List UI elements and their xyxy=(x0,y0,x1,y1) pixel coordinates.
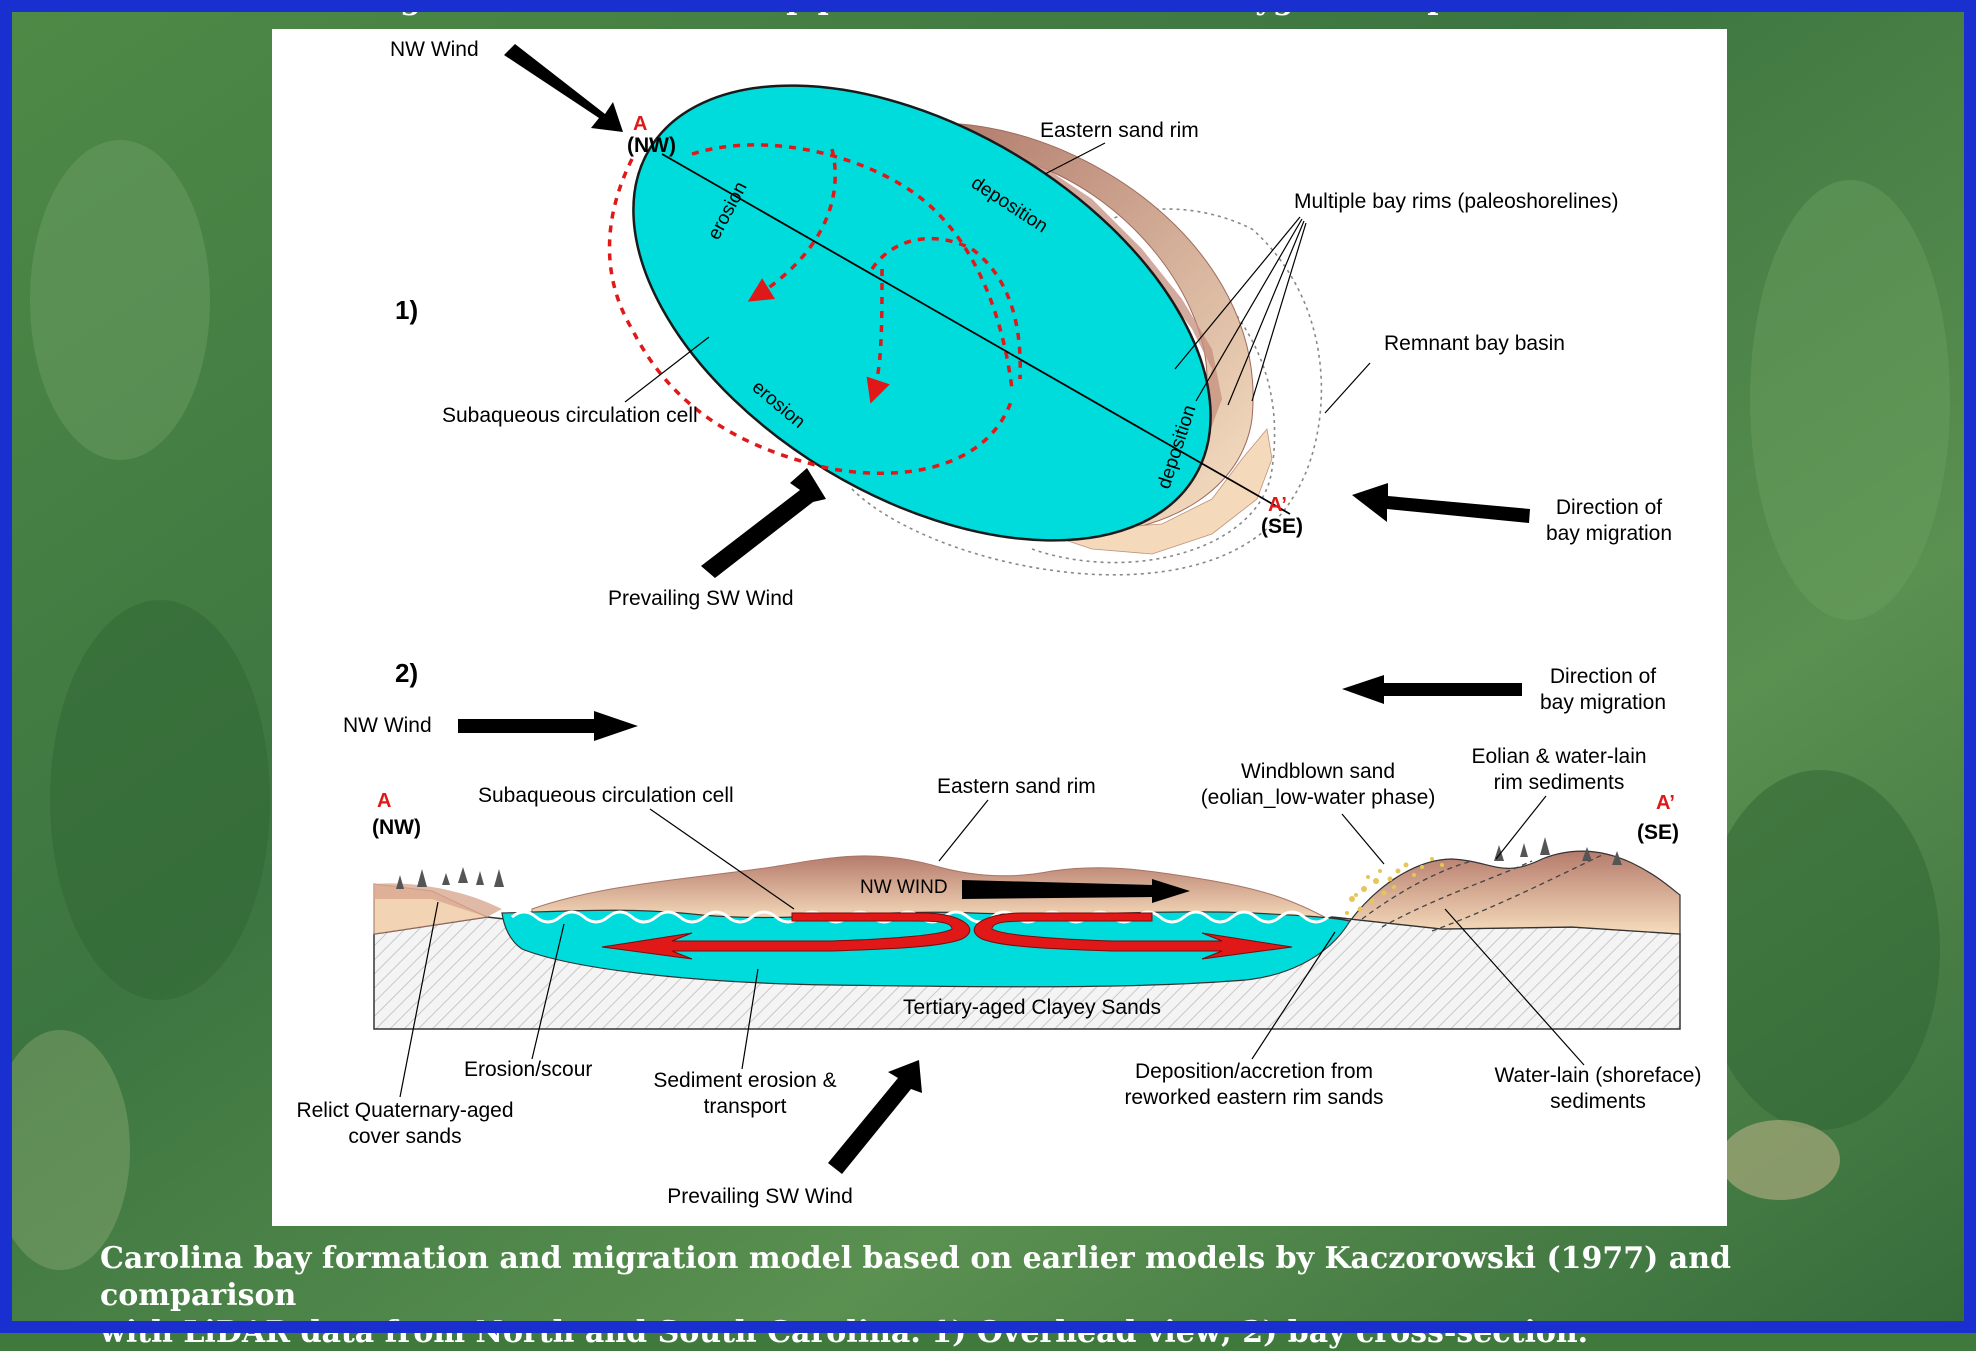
overhead-multiple-rims-label: Multiple bay rims (paleoshorelines) xyxy=(1294,190,1618,213)
bottom-caption-line1: Carolina bay formation and migration mod… xyxy=(100,1240,1930,1314)
cross-section-deposition-line2: reworked eastern rim sands xyxy=(1124,1086,1383,1109)
cross-section-point-a-prime: A’ xyxy=(1656,792,1675,814)
cross-section-windblown-line1: Windblown sand xyxy=(1241,760,1395,783)
overhead-point-a-prime-dir: (SE) xyxy=(1261,515,1303,538)
cross-section-view: 2) Direction of bay migration NW Wind A … xyxy=(296,658,1701,1208)
cross-section-windblown-pointer xyxy=(1342,814,1384,864)
overhead-subaqueous-label: Subaqueous circulation cell xyxy=(442,404,698,427)
overhead-subaqueous-pointer xyxy=(625,337,709,402)
cross-section-relict-line2: cover sands xyxy=(348,1125,461,1148)
cross-section-nw-wind-label: NW Wind xyxy=(343,714,432,737)
cross-section-eolian-line2: rim sediments xyxy=(1494,771,1625,794)
cross-section-nw-wind-water-label: NW WIND xyxy=(860,877,948,898)
overhead-migration-arrow xyxy=(1352,483,1530,523)
cross-section-nw-wind-arrow xyxy=(458,711,638,741)
cross-section-sediment-line1: Sediment erosion & xyxy=(653,1069,836,1092)
cross-section-point-a-dir: (NW) xyxy=(372,816,421,839)
overhead-eastern-sand-rim-label: Eastern sand rim xyxy=(1040,119,1199,142)
cross-section-sw-wind-arrow xyxy=(828,1060,922,1174)
diagram-panel: 1) NW Wind A (NW) A’ (S xyxy=(272,29,1727,1226)
cross-section-relict-line1: Relict Quaternary-aged xyxy=(296,1099,513,1122)
bottom-caption: Carolina bay formation and migration mod… xyxy=(100,1240,1930,1351)
cross-section-eolian-pointer xyxy=(1496,796,1546,859)
cross-section-migration-line2: bay migration xyxy=(1540,691,1666,714)
overhead-sw-wind-label: Prevailing SW Wind xyxy=(608,587,794,610)
overhead-point-a: A xyxy=(633,113,647,135)
overhead-view: 1) NW Wind A (NW) A’ (S xyxy=(390,29,1672,635)
overhead-nw-wind-arrow xyxy=(504,44,623,132)
overhead-remnant-basin-pointer xyxy=(1325,363,1370,413)
overhead-point-a-dir: (NW) xyxy=(627,134,676,157)
cross-section-deposition-line1: Deposition/accretion from xyxy=(1135,1060,1373,1083)
bay-model-diagram: 1) NW Wind A (NW) A’ (S xyxy=(272,29,1727,1226)
cross-section-sediment-line2: transport xyxy=(704,1095,787,1118)
cross-section-eastern-sand-rim-label: Eastern sand rim xyxy=(937,775,1096,798)
cross-section-migration-arrow xyxy=(1342,675,1522,704)
overhead-migration-line1: Direction of xyxy=(1556,496,1662,519)
cross-section-subaqueous-label: Subaqueous circulation cell xyxy=(478,784,734,807)
cross-section-panel-label: 2) xyxy=(395,658,418,688)
overhead-point-a-prime: A’ xyxy=(1268,494,1287,516)
overhead-remnant-basin-label: Remnant bay basin xyxy=(1384,332,1565,355)
cross-section-sw-wind-label: Prevailing SW Wind xyxy=(667,1185,853,1208)
cross-section-waterlain-line1: Water-lain (shoreface) xyxy=(1495,1064,1702,1087)
cross-section-erosion-scour-label: Erosion/scour xyxy=(464,1058,592,1081)
cross-section-point-a: A xyxy=(377,790,391,812)
overhead-panel-label: 1) xyxy=(395,295,418,325)
cross-section-eolian-line1: Eolian & water-lain xyxy=(1471,745,1646,768)
cross-section-waterlain-line2: sediments xyxy=(1550,1090,1646,1113)
cross-section-windblown-line2: (eolian_low-water phase) xyxy=(1201,786,1436,809)
overhead-sw-wind-arrow xyxy=(701,468,826,578)
cross-section-eastern-sand-rim-pointer xyxy=(939,800,988,861)
overhead-nw-wind-label: NW Wind xyxy=(390,38,479,61)
top-caption: Sand rim OSL age/distance relationship p… xyxy=(0,0,1976,17)
cross-section-migration-line1: Direction of xyxy=(1550,665,1656,688)
overhead-migration-line2: bay migration xyxy=(1546,522,1672,545)
cross-section-tertiary-label: Tertiary-aged Clayey Sands xyxy=(903,996,1161,1019)
cross-section-point-a-prime-dir: (SE) xyxy=(1637,821,1679,844)
